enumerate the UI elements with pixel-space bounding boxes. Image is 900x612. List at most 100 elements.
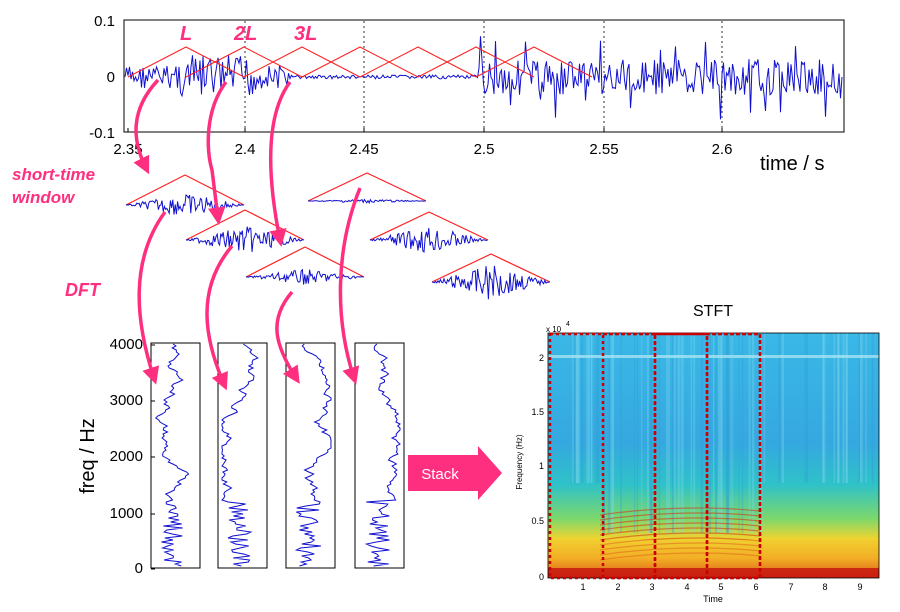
top-x-tick: 2.6: [712, 141, 733, 158]
spectrogram-streak: [718, 333, 721, 533]
segment-window: [307, 172, 427, 202]
segment-signal: [369, 227, 488, 254]
window-triangle: [301, 46, 419, 78]
spectrogram-streak: [677, 333, 681, 533]
spectrum-panel: [217, 342, 268, 569]
spectrum-panel-group: [150, 342, 405, 570]
windowed-segments: [125, 172, 551, 300]
spectrogram-streak: [761, 333, 763, 483]
stft-x-tick: 9: [857, 582, 862, 592]
arrow-dft-4: [338, 187, 362, 385]
stft-y-axis-label: Frequency (Hz): [515, 434, 524, 489]
spectrogram-streak: [865, 333, 867, 483]
spectrogram-streak: [576, 333, 579, 483]
stft-title: STFT: [693, 303, 733, 320]
spectrogram-streak: [680, 333, 684, 533]
spectrogram-mid-band: [548, 540, 879, 568]
segment-signal: [245, 268, 364, 285]
segment-window: [369, 211, 489, 241]
marker-3L: 3L: [294, 23, 317, 45]
spectrogram-streak: [725, 333, 729, 533]
stack-arrow: Stack: [408, 446, 502, 500]
arrow-window-3: [269, 80, 292, 247]
spectrogram-streak: [603, 333, 605, 533]
dft-label: DFT: [65, 280, 102, 300]
stft-spectrogram: STFT x 10 4 Frequency (Hz) 2 1.5 1 0.5 0…: [515, 303, 880, 604]
spectrogram-streak: [610, 333, 614, 533]
segment-signal: [125, 194, 244, 216]
spectrogram-streak: [700, 333, 704, 533]
spectrogram-streak: [842, 333, 845, 483]
spectrogram-streak: [658, 333, 661, 533]
stft-x-tick: 8: [822, 582, 827, 592]
spectrogram-streak: [612, 333, 615, 533]
freq-y-tick: 1000: [110, 505, 143, 522]
arrow-dft-2: [205, 244, 234, 391]
spectrogram-streak: [751, 333, 755, 533]
top-y-tick: -0.1: [89, 125, 115, 142]
windowed-segment: [431, 253, 551, 300]
windowed-segment: [307, 172, 427, 205]
windowed-segment: [369, 211, 489, 254]
spectrogram-streak: [636, 333, 638, 533]
stft-x-tick: 6: [753, 582, 758, 592]
spectrogram-harmonic: [599, 517, 761, 526]
spectrogram-streak: [673, 333, 676, 533]
spectrogram-streak: [741, 333, 744, 533]
spectrogram-streak: [720, 333, 723, 533]
spectrogram-harmonic: [599, 507, 761, 516]
spectrogram-streak: [732, 333, 734, 533]
top-x-tick: 2.55: [589, 141, 618, 158]
stft-x-tick: 5: [718, 582, 723, 592]
spectrogram-streak: [709, 333, 711, 533]
top-waveform-plot: 0.1 0 -0.1 2.35 2.4 2.45 2.5 2.55 2.6 ti…: [89, 13, 845, 175]
spectrogram-streak: [572, 333, 574, 483]
spectrum-panel: [150, 342, 201, 569]
marker-L: L: [180, 23, 192, 45]
segment-window: [125, 174, 245, 206]
stft-x-axis-label: Time: [703, 594, 723, 604]
spectrogram-streak: [650, 333, 653, 533]
spectrogram-streak: [586, 333, 590, 483]
spectrogram-streak: [588, 333, 591, 483]
windowed-segment: [245, 246, 365, 285]
freq-y-axis-label: freq / Hz: [77, 418, 99, 494]
stft-y-tick: 1: [539, 461, 544, 471]
spectrum-trace: [154, 343, 190, 567]
stft-exponent: x 10: [546, 325, 562, 334]
freq-y-tick: 0: [135, 560, 143, 577]
spectrogram-streak: [607, 333, 611, 533]
stft-x-tick: 4: [684, 582, 689, 592]
stft-exponent-power: 4: [566, 321, 570, 328]
spectrogram-streak: [748, 333, 751, 533]
spectrogram-streak: [573, 333, 576, 483]
spectrogram-streak: [858, 333, 860, 483]
top-x-axis-label: time / s: [760, 153, 824, 175]
spectrogram-streak: [822, 333, 826, 483]
spectrogram-harmonic: [599, 537, 761, 546]
windowed-segment: [125, 174, 245, 216]
segment-window: [431, 253, 551, 283]
top-y-tick: 0.1: [94, 13, 115, 30]
window-triangle: [359, 46, 477, 78]
top-x-tick: 2.4: [235, 141, 256, 158]
spectrogram-streak: [763, 333, 766, 483]
segment-signal: [431, 265, 550, 300]
spectrogram-streak: [713, 333, 715, 533]
window-triangle: [127, 46, 245, 78]
spectrogram-streak: [580, 333, 584, 483]
arrow-dft-1: [137, 210, 167, 385]
spectrogram-streak: [778, 333, 781, 483]
spectrogram-streak: [845, 333, 848, 483]
spectrum-trace: [364, 343, 401, 567]
spectrogram-streak: [781, 333, 784, 483]
spectrogram-harmonic: [599, 542, 761, 551]
spectrogram-streak: [595, 333, 598, 483]
spectrogram-streak: [672, 333, 674, 533]
windowed-segment: [185, 209, 305, 252]
spectrogram-streak: [693, 333, 696, 533]
spectrogram-streak: [597, 333, 600, 483]
spectrum-panel-frame: [150, 342, 201, 569]
top-y-tick: 0: [107, 69, 115, 86]
